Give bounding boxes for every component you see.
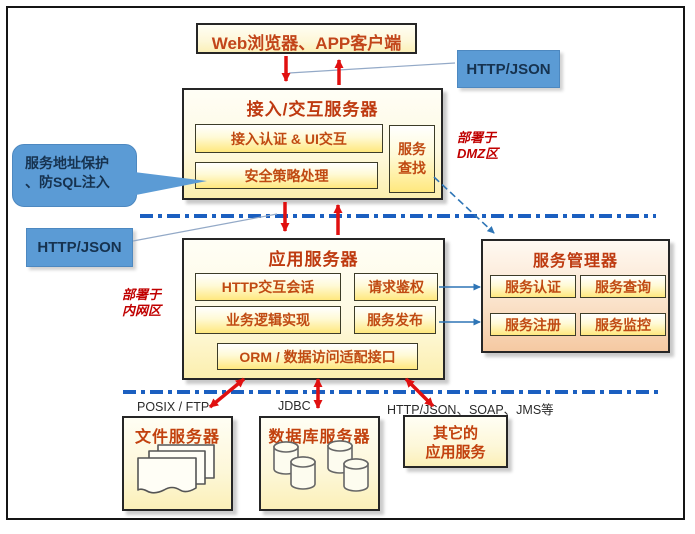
security-callout-line2: 、防SQL注入 <box>25 174 110 190</box>
service-manager-title: 服务管理器 <box>532 253 618 270</box>
module-service-query: 服务查询 <box>580 275 666 298</box>
file-server-title: 文件服务器 <box>134 429 220 446</box>
stacked-documents-icon <box>136 444 215 494</box>
diagram-border <box>6 6 685 520</box>
security-callout: 服务地址保护 、防SQL注入 <box>12 144 137 207</box>
module-service-register: 服务注册 <box>490 313 576 336</box>
protocol-left-box: HTTP/JSON <box>26 228 133 267</box>
interface-label-database: JDBC <box>278 399 311 413</box>
module-business-logic: 业务逻辑实现 <box>195 306 341 334</box>
dmz-zone-note: 部署于 DMZ区 <box>457 130 499 161</box>
interface-label-file: POSIX / FTP <box>137 400 210 414</box>
module-access-auth-ui: 接入认证 & UI交互 <box>195 124 383 153</box>
module-orm-adapter: ORM / 数据访问适配接口 <box>217 343 418 370</box>
module-security-policy: 安全策略处理 <box>195 162 378 189</box>
protocol-top-label: HTTP/JSON <box>466 60 551 78</box>
module-request-auth: 请求鉴权 <box>354 273 438 301</box>
protocol-top-box: HTTP/JSON <box>457 50 560 88</box>
module-service-lookup: 服务 查找 <box>389 125 435 193</box>
module-service-publish: 服务发布 <box>354 306 436 334</box>
service-manager-box: 服务管理器 服务认证 服务查询 服务注册 服务监控 <box>481 239 670 353</box>
database-server-box: 数据库服务器 <box>259 416 380 511</box>
protocol-left-label: HTTP/JSON <box>37 239 122 256</box>
access-server-title: 接入/交互服务器 <box>246 100 379 119</box>
other-services-title: 其它的 应用服务 <box>425 425 486 461</box>
database-cylinders-icon <box>272 440 369 492</box>
module-service-monitor: 服务监控 <box>580 313 666 336</box>
intranet-zone-note: 部署于 内网区 <box>122 287 162 318</box>
app-server-box: 应用服务器 HTTP交互会话 请求鉴权 业务逻辑实现 服务发布 ORM / 数据… <box>182 238 445 380</box>
other-services-box: 其它的 应用服务 <box>403 415 508 468</box>
web-app-client-box: Web浏览器、APP客户端 <box>196 23 417 54</box>
file-server-box: 文件服务器 <box>122 416 233 511</box>
app-server-title: 应用服务器 <box>268 250 359 269</box>
module-http-session: HTTP交互会话 <box>195 273 341 301</box>
security-callout-line1: 服务地址保护 <box>25 155 109 171</box>
web-app-client-label: Web浏览器、APP客户端 <box>211 34 402 53</box>
access-server-box: 接入/交互服务器 接入认证 & UI交互 安全策略处理 服务 查找 <box>182 88 443 200</box>
module-service-auth: 服务认证 <box>490 275 576 298</box>
